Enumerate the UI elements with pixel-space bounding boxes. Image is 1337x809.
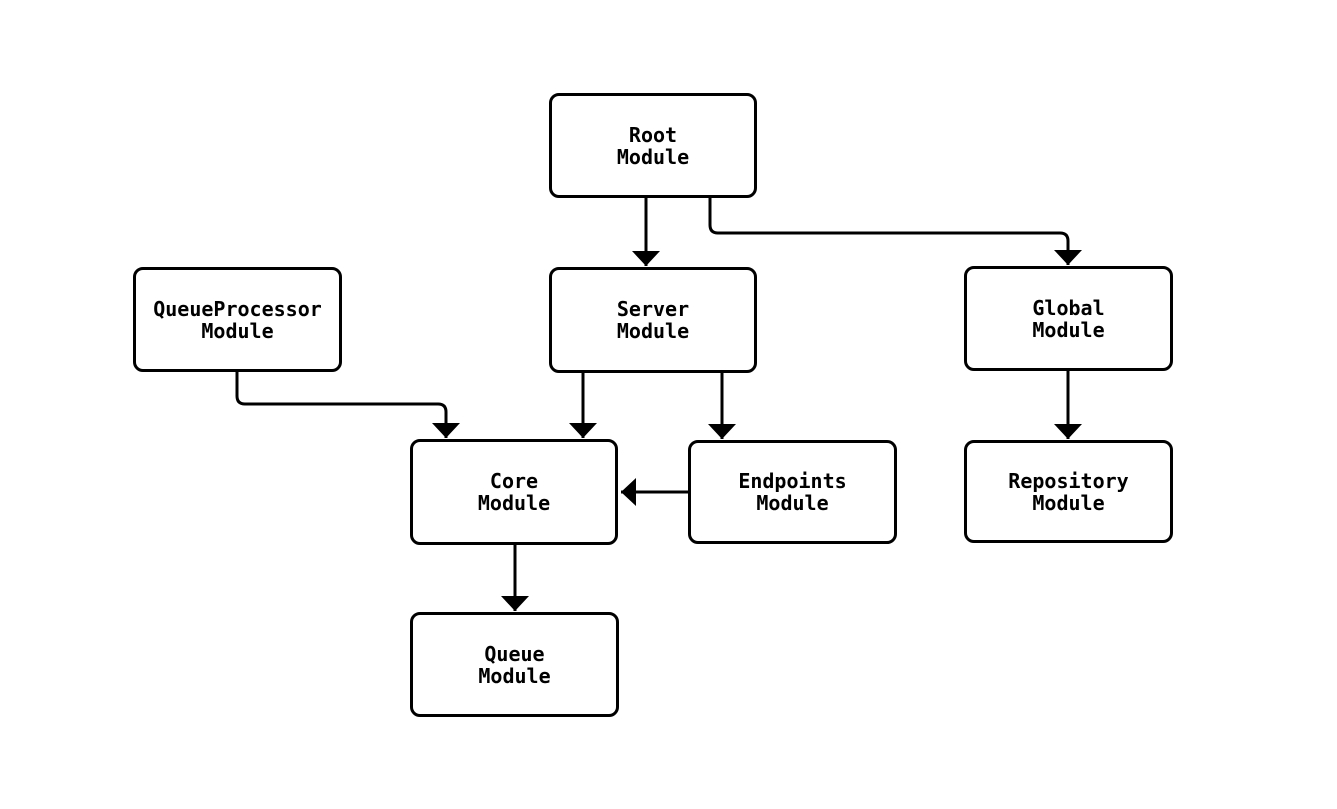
node-queue-module: Queue Module (410, 612, 619, 717)
node-label: Repository (1008, 468, 1129, 493)
node-queueprocessor-module: QueueProcessor Module (133, 267, 342, 372)
node-core-module: Core Module (410, 439, 618, 545)
node-label: Module (756, 491, 829, 515)
node-global-module: Global Module (964, 266, 1173, 371)
node-repository-module: Repository Module (964, 440, 1173, 543)
node-label: Module (201, 318, 274, 343)
edge-queueprocessor-to-core (235, 372, 460, 438)
node-server-module: Server Module (549, 267, 757, 373)
edge-root-to-global (708, 198, 1082, 265)
node-label: QueueProcessor (153, 296, 322, 321)
node-label: Queue (484, 641, 545, 666)
node-label: Root (628, 122, 678, 147)
node-label: Module (478, 663, 551, 688)
node-label: Core (489, 469, 539, 493)
node-label: Server (616, 297, 690, 321)
node-label: Module (1032, 490, 1105, 515)
node-label: Module (477, 491, 551, 515)
node-label: Endpoints (738, 469, 847, 493)
node-label: Module (616, 319, 690, 343)
node-label: Global (1032, 295, 1105, 320)
node-endpoints-module: Endpoints Module (688, 440, 897, 544)
node-label: Module (616, 144, 690, 169)
node-label: Module (1032, 317, 1105, 342)
node-root-module: Root Module (549, 93, 757, 198)
